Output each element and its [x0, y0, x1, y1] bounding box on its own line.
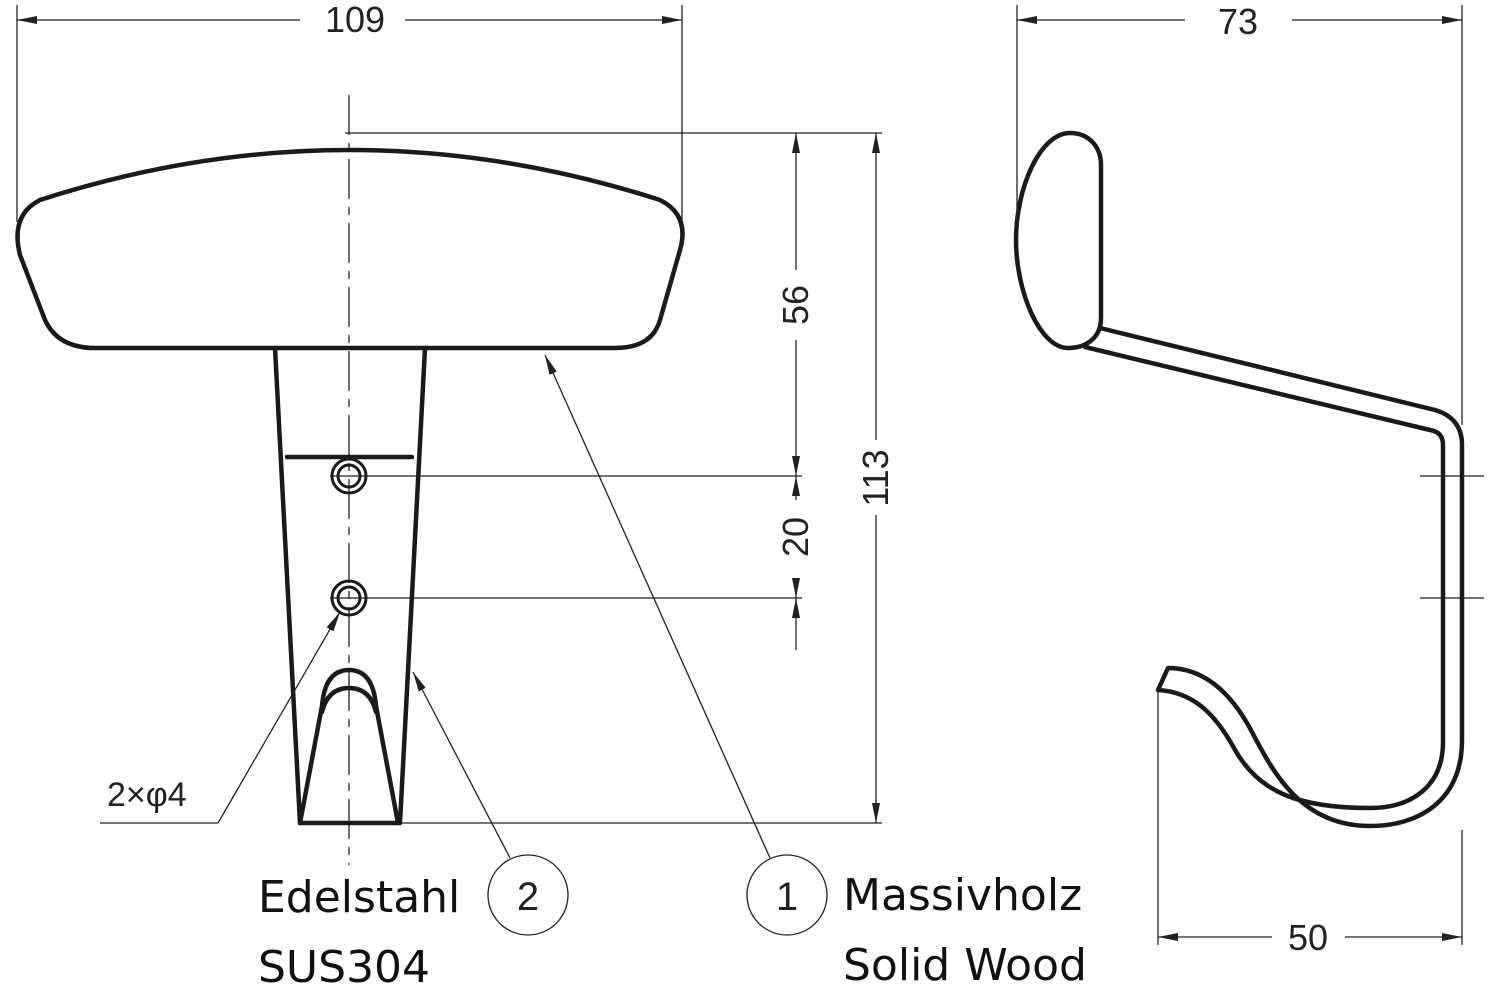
dim-113: 113 — [855, 449, 896, 506]
side-view — [1013, 130, 1484, 829]
part-2-name-de: Edelstahl — [258, 872, 460, 923]
part-1-name-en: Solid Wood — [843, 940, 1087, 991]
part-1-name-de: Massivholz — [843, 870, 1082, 921]
part-callouts: 1 2 Massivholz Solid Wood Edelstahl SUS3… — [258, 354, 1087, 993]
dim-50: 50 — [1288, 917, 1328, 958]
dim-20: 20 — [775, 517, 816, 557]
dim-73: 73 — [1218, 1, 1258, 42]
side-dimensions: 73 50 — [1016, 1, 1463, 958]
callout-number-1: 1 — [776, 875, 798, 919]
hole-callout: 2×φ4 — [107, 776, 187, 814]
front-view — [15, 95, 685, 865]
wood-knob-front — [15, 147, 685, 351]
steel-stem-front — [272, 345, 428, 826]
dim-width-109: 109 — [325, 0, 385, 40]
hook-tip-front — [297, 667, 401, 826]
callout-number-2: 2 — [517, 875, 539, 919]
part-2-name-en: SUS304 — [258, 942, 430, 993]
wood-knob-side — [1013, 130, 1104, 351]
steel-hook-side — [1082, 325, 1465, 829]
callout-circle-1 — [746, 854, 828, 936]
front-dimensions: 109 56 20 113 2×φ4 — [16, 0, 896, 824]
dim-56: 56 — [775, 285, 816, 325]
callout-circle-2 — [487, 854, 569, 936]
